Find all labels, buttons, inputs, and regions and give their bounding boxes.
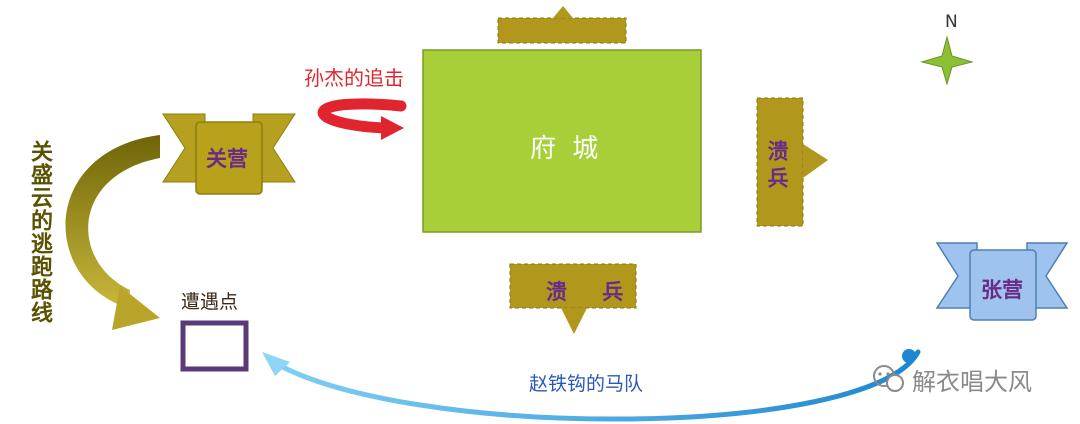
encounter-point-box <box>180 320 249 372</box>
escape-route-arrow <box>65 135 160 330</box>
zhang-camp-banner <box>935 242 1069 321</box>
routed-soldiers-north <box>497 6 627 44</box>
fortress-block <box>422 49 702 233</box>
escape-route-label: 关盛云的逃跑路线 <box>27 140 52 324</box>
cavalry-route-arrow <box>262 349 921 422</box>
routed-soldiers-east-label: 溃兵 <box>765 140 789 194</box>
routed-soldiers-east <box>756 97 828 227</box>
compass-star <box>920 35 974 86</box>
wechat-icon <box>873 365 904 392</box>
zhang-camp-label: 张营 <box>981 278 1023 302</box>
routed-soldiers-south-label: 溃 兵 <box>546 280 638 304</box>
routed-soldiers-south <box>509 263 637 334</box>
compass-north-label: N <box>945 12 958 32</box>
cavalry-route-label: 赵铁钩的马队 <box>529 373 644 395</box>
pursuit-label: 孙杰的追击 <box>304 66 404 90</box>
guan-camp-label: 关营 <box>206 147 248 171</box>
guan-camp-banner <box>162 113 296 195</box>
encounter-point-label: 遭遇点 <box>181 291 239 313</box>
pursuit-arrow <box>317 98 407 140</box>
fortress-title: 府 城 <box>530 134 603 164</box>
watermark-text: 解衣唱大风 <box>912 368 1032 396</box>
